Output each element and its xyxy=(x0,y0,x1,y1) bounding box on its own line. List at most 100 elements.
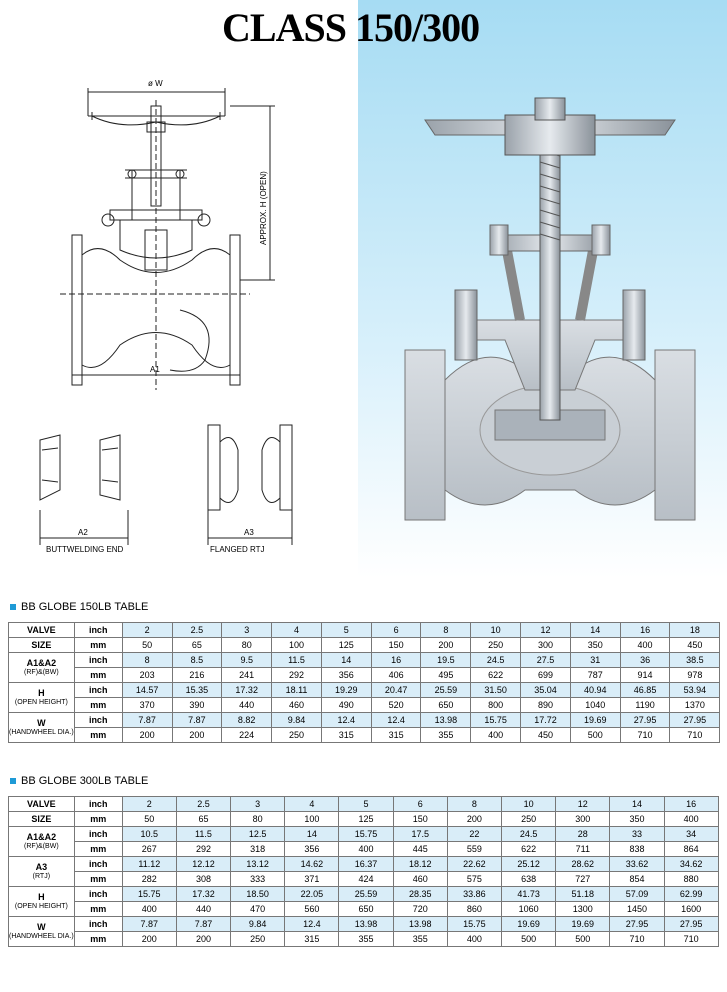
table-cell: 27.95 xyxy=(669,712,721,728)
row-label: W(HANDWHEEL DIA.) xyxy=(8,916,75,947)
table-cell: 18.11 xyxy=(271,682,322,698)
table-cell: 2 xyxy=(121,796,177,812)
table-cell: 8 xyxy=(121,652,173,668)
table-cell: 315 xyxy=(284,931,340,947)
table-cell: 65 xyxy=(175,811,232,827)
table-cell: 200 xyxy=(446,811,503,827)
table-cell: 14.57 xyxy=(121,682,173,698)
table-cell: 1600 xyxy=(663,901,719,917)
table-cell: 787 xyxy=(569,667,621,683)
table-cell: 224 xyxy=(221,727,273,743)
unit-label: inch xyxy=(73,622,123,638)
table-cell: 250 xyxy=(230,931,286,947)
table-cell: 100 xyxy=(271,637,322,653)
table-cell: 720 xyxy=(392,901,448,917)
table-cell: 250 xyxy=(271,727,322,743)
table-cell: 7.87 xyxy=(121,916,177,932)
table-cell: 31 xyxy=(569,652,621,668)
table-cell: 65 xyxy=(171,637,223,653)
unit-label: inch xyxy=(73,826,123,842)
table-cell: 28.35 xyxy=(392,886,448,902)
table-cell: 36 xyxy=(619,652,671,668)
table-cell: 51.18 xyxy=(555,886,611,902)
table-cell: 355 xyxy=(338,931,394,947)
table-cell: 22.05 xyxy=(284,886,340,902)
approx-h-label: APPROX. H (OPEN) xyxy=(259,171,268,245)
table-cell: 13.98 xyxy=(338,916,394,932)
table-cell: 14 xyxy=(569,622,621,638)
table-cell: 300 xyxy=(520,637,571,653)
table-cell: 424 xyxy=(338,871,394,887)
table-cell: 25.12 xyxy=(501,856,557,872)
table-cell: 19.69 xyxy=(501,916,557,932)
table-cell: 203 xyxy=(121,667,173,683)
table-cell: 3 xyxy=(230,796,286,812)
table-cell: 300 xyxy=(555,811,611,827)
table-cell: 350 xyxy=(609,811,665,827)
table-cell: 53.94 xyxy=(669,682,721,698)
table-cell: 355 xyxy=(420,727,472,743)
table-cell: 356 xyxy=(320,667,372,683)
table-cell: 15.75 xyxy=(121,886,177,902)
table-cell: 860 xyxy=(446,901,503,917)
table-cell: 914 xyxy=(619,667,671,683)
table-cell: 17.5 xyxy=(392,826,448,842)
table-cell: 12.4 xyxy=(284,916,340,932)
table-cell: 17.72 xyxy=(520,712,571,728)
table-cell: 27.95 xyxy=(609,916,665,932)
table-cell: 15.75 xyxy=(470,712,522,728)
table-cell: 17.32 xyxy=(221,682,273,698)
table-cell: 727 xyxy=(555,871,611,887)
table-cell: 9.84 xyxy=(230,916,286,932)
table-cell: 5 xyxy=(320,622,372,638)
table-cell: 15.35 xyxy=(171,682,223,698)
table-150-heading-text: BB GLOBE 150LB TABLE xyxy=(21,601,149,613)
table-cell: 292 xyxy=(271,667,322,683)
table-cell: 33.86 xyxy=(446,886,503,902)
table-cell: 460 xyxy=(271,697,322,713)
table-cell: 6 xyxy=(370,622,422,638)
table-cell: 8 xyxy=(420,622,472,638)
table-cell: 200 xyxy=(121,727,173,743)
table-cell: 400 xyxy=(619,637,671,653)
table-cell: 450 xyxy=(669,637,721,653)
table-cell: 35.04 xyxy=(520,682,571,698)
table-cell: 13.98 xyxy=(392,916,448,932)
table-cell: 2.5 xyxy=(175,796,232,812)
table-cell: 282 xyxy=(121,871,177,887)
table-cell: 308 xyxy=(175,871,232,887)
table-cell: 450 xyxy=(520,727,571,743)
table-cell: 17.32 xyxy=(175,886,232,902)
table-cell: 9.5 xyxy=(221,652,273,668)
table-cell: 200 xyxy=(175,931,232,947)
unit-label: mm xyxy=(73,931,123,947)
title-word: CLASS xyxy=(222,5,347,50)
table-cell: 650 xyxy=(338,901,394,917)
table-cell: 250 xyxy=(470,637,522,653)
row-label: SIZE xyxy=(8,637,75,653)
table-cell: 10.5 xyxy=(121,826,177,842)
table-cell: 14.62 xyxy=(284,856,340,872)
table-cell: 12.4 xyxy=(370,712,422,728)
unit-label: inch xyxy=(73,856,123,872)
table-cell: 520 xyxy=(370,697,422,713)
unit-label: inch xyxy=(73,652,123,668)
table-cell: 18.50 xyxy=(230,886,286,902)
unit-label: mm xyxy=(73,727,123,743)
table-cell: 11.5 xyxy=(271,652,322,668)
table-cell: 292 xyxy=(175,841,232,857)
table-cell: 41.73 xyxy=(501,886,557,902)
table-cell: 200 xyxy=(171,727,223,743)
table-cell: 460 xyxy=(392,871,448,887)
table-cell: 7.87 xyxy=(121,712,173,728)
table-cell: 38.5 xyxy=(669,652,721,668)
